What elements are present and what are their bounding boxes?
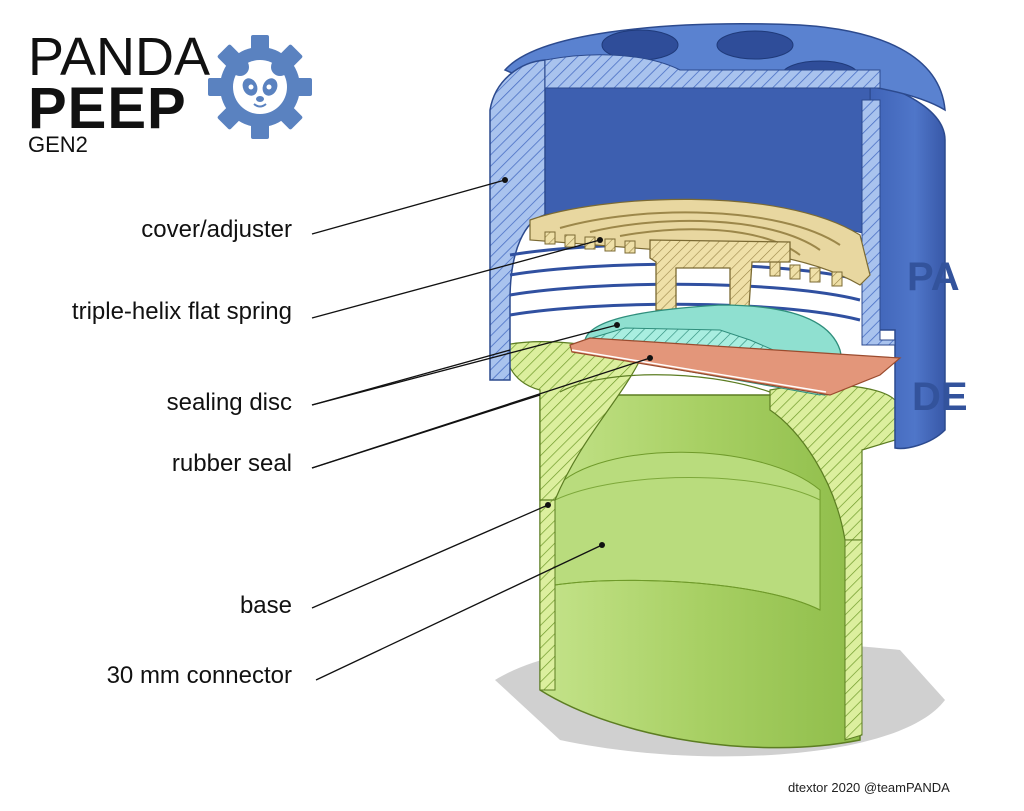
- label-flat-spring: triple-helix flat spring: [71, 298, 292, 325]
- leader-disc: [311, 324, 618, 406]
- logo-title-panda: PANDA: [28, 27, 211, 87]
- credit-text: dtextor 2020 @teamPANDA: [788, 780, 950, 795]
- cover-side-text-2: DE: [912, 375, 968, 419]
- label-rubber-seal: rubber seal: [171, 450, 292, 477]
- leader-spring: [311, 239, 601, 319]
- logo-title-gen: GEN2: [28, 132, 88, 157]
- spring-part: [529, 198, 871, 323]
- label-base: base: [239, 592, 292, 619]
- gear-panda-icon: [208, 35, 312, 139]
- cover-part: [489, 23, 946, 450]
- leader-seal-extra: [311, 349, 511, 406]
- leader-connector: [315, 544, 603, 681]
- label-cover-adjuster: cover/adjuster: [141, 216, 292, 243]
- base-part: [504, 341, 896, 749]
- leader-base-extra: [311, 394, 541, 469]
- cover-side-text: PA: [907, 255, 960, 299]
- label-sealing-disc: sealing disc: [166, 389, 292, 416]
- leader-cover: [311, 179, 506, 235]
- label-connector: 30 mm connector: [106, 662, 292, 689]
- leader-dots: [502, 177, 653, 548]
- leader-lines: [311, 179, 651, 681]
- leader-base: [311, 504, 549, 609]
- rubber-seal-part: [569, 337, 902, 396]
- logo-title-peep: PEEP: [28, 76, 187, 141]
